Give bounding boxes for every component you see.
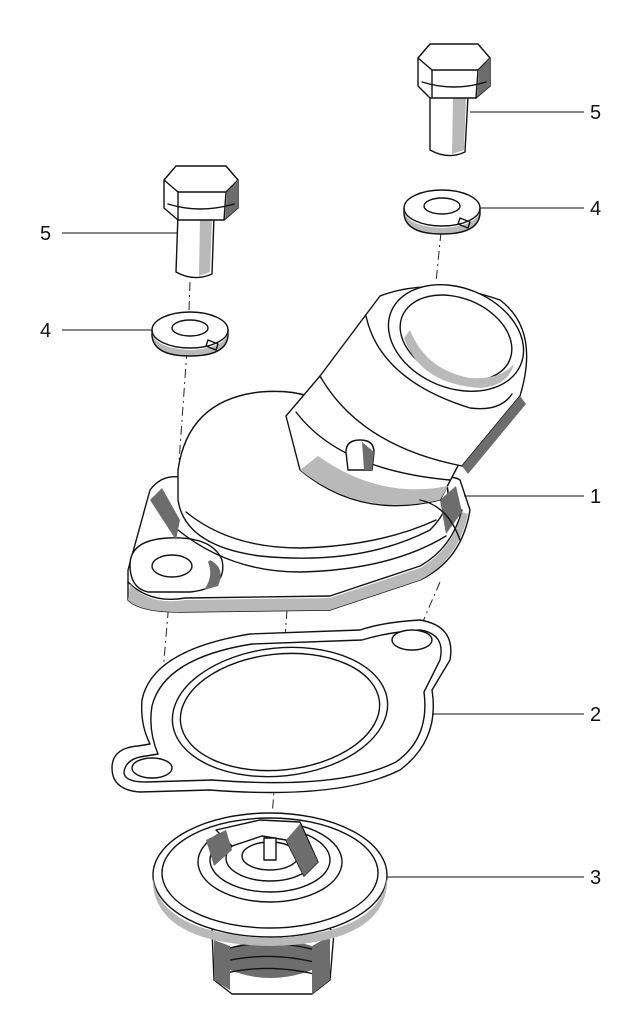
housing-left-bolt-hole: [151, 554, 193, 578]
housing: [127, 284, 528, 613]
gasket: [111, 619, 452, 794]
washer-right: [403, 189, 481, 235]
bolt-left: [163, 165, 239, 279]
axis-right-bolt: [435, 231, 442, 283]
gasket-bore: [179, 652, 381, 772]
callout-4-right: 4: [590, 198, 601, 220]
thermostat-pin: [263, 837, 277, 861]
bolt-right: [417, 43, 491, 157]
callout-4-left: 4: [40, 320, 51, 342]
callout-5-right: 5: [590, 102, 601, 124]
thermostat: [152, 812, 388, 995]
callout-2: 2: [590, 704, 601, 726]
callout-3: 3: [590, 867, 601, 889]
gasket-left-hole: [131, 757, 173, 779]
callout-leaders: [62, 111, 584, 878]
gasket-right-hole: [391, 629, 433, 651]
callout-5-left: 5: [40, 223, 51, 245]
axis-left-bolt-upper: [188, 281, 191, 311]
callout-1: 1: [590, 486, 601, 508]
callout-labels: 5 4 5 4 1 2 3: [40, 102, 601, 889]
washer-left: [151, 311, 229, 357]
